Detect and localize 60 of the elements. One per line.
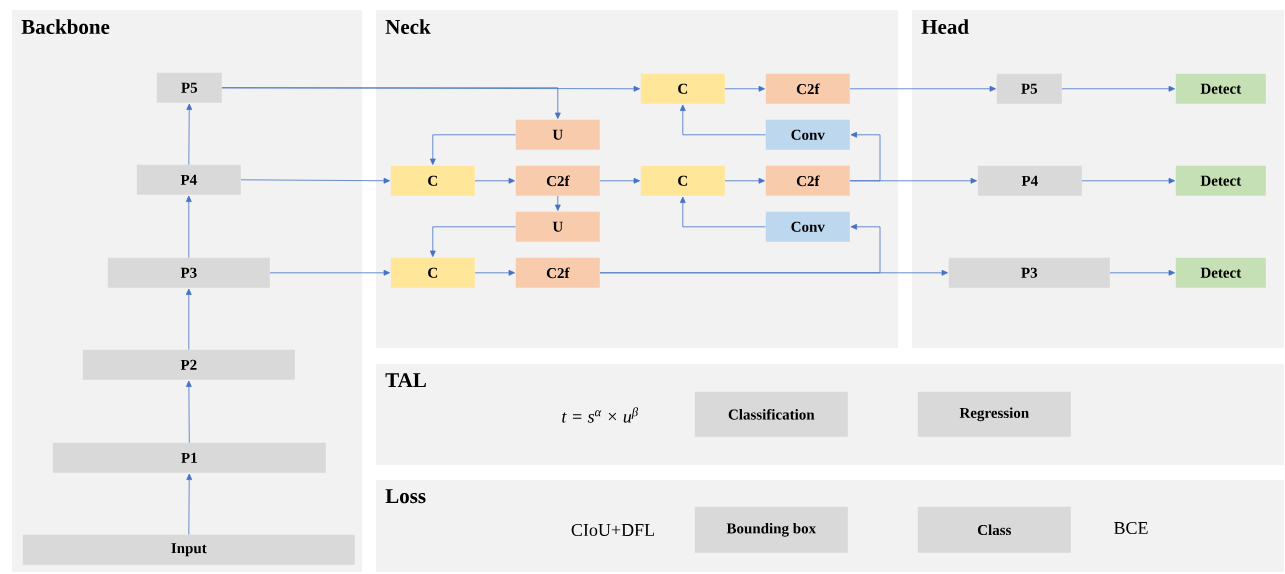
block-box: Detect xyxy=(1175,257,1266,288)
block-box: P1 xyxy=(52,442,326,473)
arrow xyxy=(554,195,561,211)
block-box: Conv xyxy=(765,211,850,242)
arrow xyxy=(221,87,561,119)
block-box: C xyxy=(390,257,475,288)
arrow xyxy=(1081,177,1175,184)
formula: t = s$^{α}$ × u$^{β}$ xyxy=(562,407,639,423)
arrow xyxy=(429,226,516,257)
block-box: P2 xyxy=(82,349,295,380)
block-box: Detect xyxy=(1175,165,1266,196)
block-box: C xyxy=(640,165,725,196)
arrow xyxy=(724,85,765,92)
block-box: Conv xyxy=(765,119,850,150)
arrow xyxy=(185,380,192,443)
block-box: C2f xyxy=(765,165,850,196)
arrow xyxy=(679,104,766,136)
arrow xyxy=(186,473,193,535)
block-box: P3 xyxy=(107,257,270,288)
block-box: Bounding box xyxy=(694,506,848,553)
block-box: Input xyxy=(22,534,355,565)
arrow xyxy=(240,177,390,184)
block-box: P5 xyxy=(156,72,222,103)
panel-heading: TAL xyxy=(385,373,426,388)
arrow xyxy=(474,177,515,184)
block-box: Regression xyxy=(917,391,1071,437)
block-box: Class xyxy=(917,506,1071,553)
arrow xyxy=(474,269,515,276)
block-box: C2f xyxy=(765,73,850,104)
block-box: P3 xyxy=(948,257,1110,288)
arrow xyxy=(269,269,390,276)
block-box: P5 xyxy=(996,73,1062,104)
arrow xyxy=(599,177,640,184)
block-box: Classification xyxy=(694,391,848,437)
block-box: C xyxy=(390,165,475,196)
block-box: U xyxy=(515,211,600,242)
panel-heading: Loss xyxy=(385,489,426,504)
arrow xyxy=(185,195,192,258)
loss-name: CIoU+DFL xyxy=(571,523,654,537)
block-box: U xyxy=(515,119,600,150)
arrow xyxy=(679,196,766,228)
arrow xyxy=(599,223,881,274)
arrow xyxy=(185,288,192,350)
panel-heading: Head xyxy=(921,19,969,34)
arrow xyxy=(186,103,193,165)
arrow xyxy=(429,134,516,165)
arrow xyxy=(1109,269,1175,276)
block-box: P4 xyxy=(136,164,241,195)
panel-heading: Backbone xyxy=(21,19,110,34)
arrow xyxy=(1061,85,1175,92)
loss-name: BCE xyxy=(1114,521,1148,535)
arrow xyxy=(849,85,996,92)
block-box: Detect xyxy=(1175,73,1266,104)
panel-heading: Neck xyxy=(385,19,431,34)
arrow xyxy=(849,131,881,182)
block-box: C xyxy=(640,73,725,104)
block-box: C2f xyxy=(515,257,600,288)
arrow xyxy=(724,177,765,184)
block-box: C2f xyxy=(515,165,600,196)
block-box: P4 xyxy=(977,165,1082,196)
